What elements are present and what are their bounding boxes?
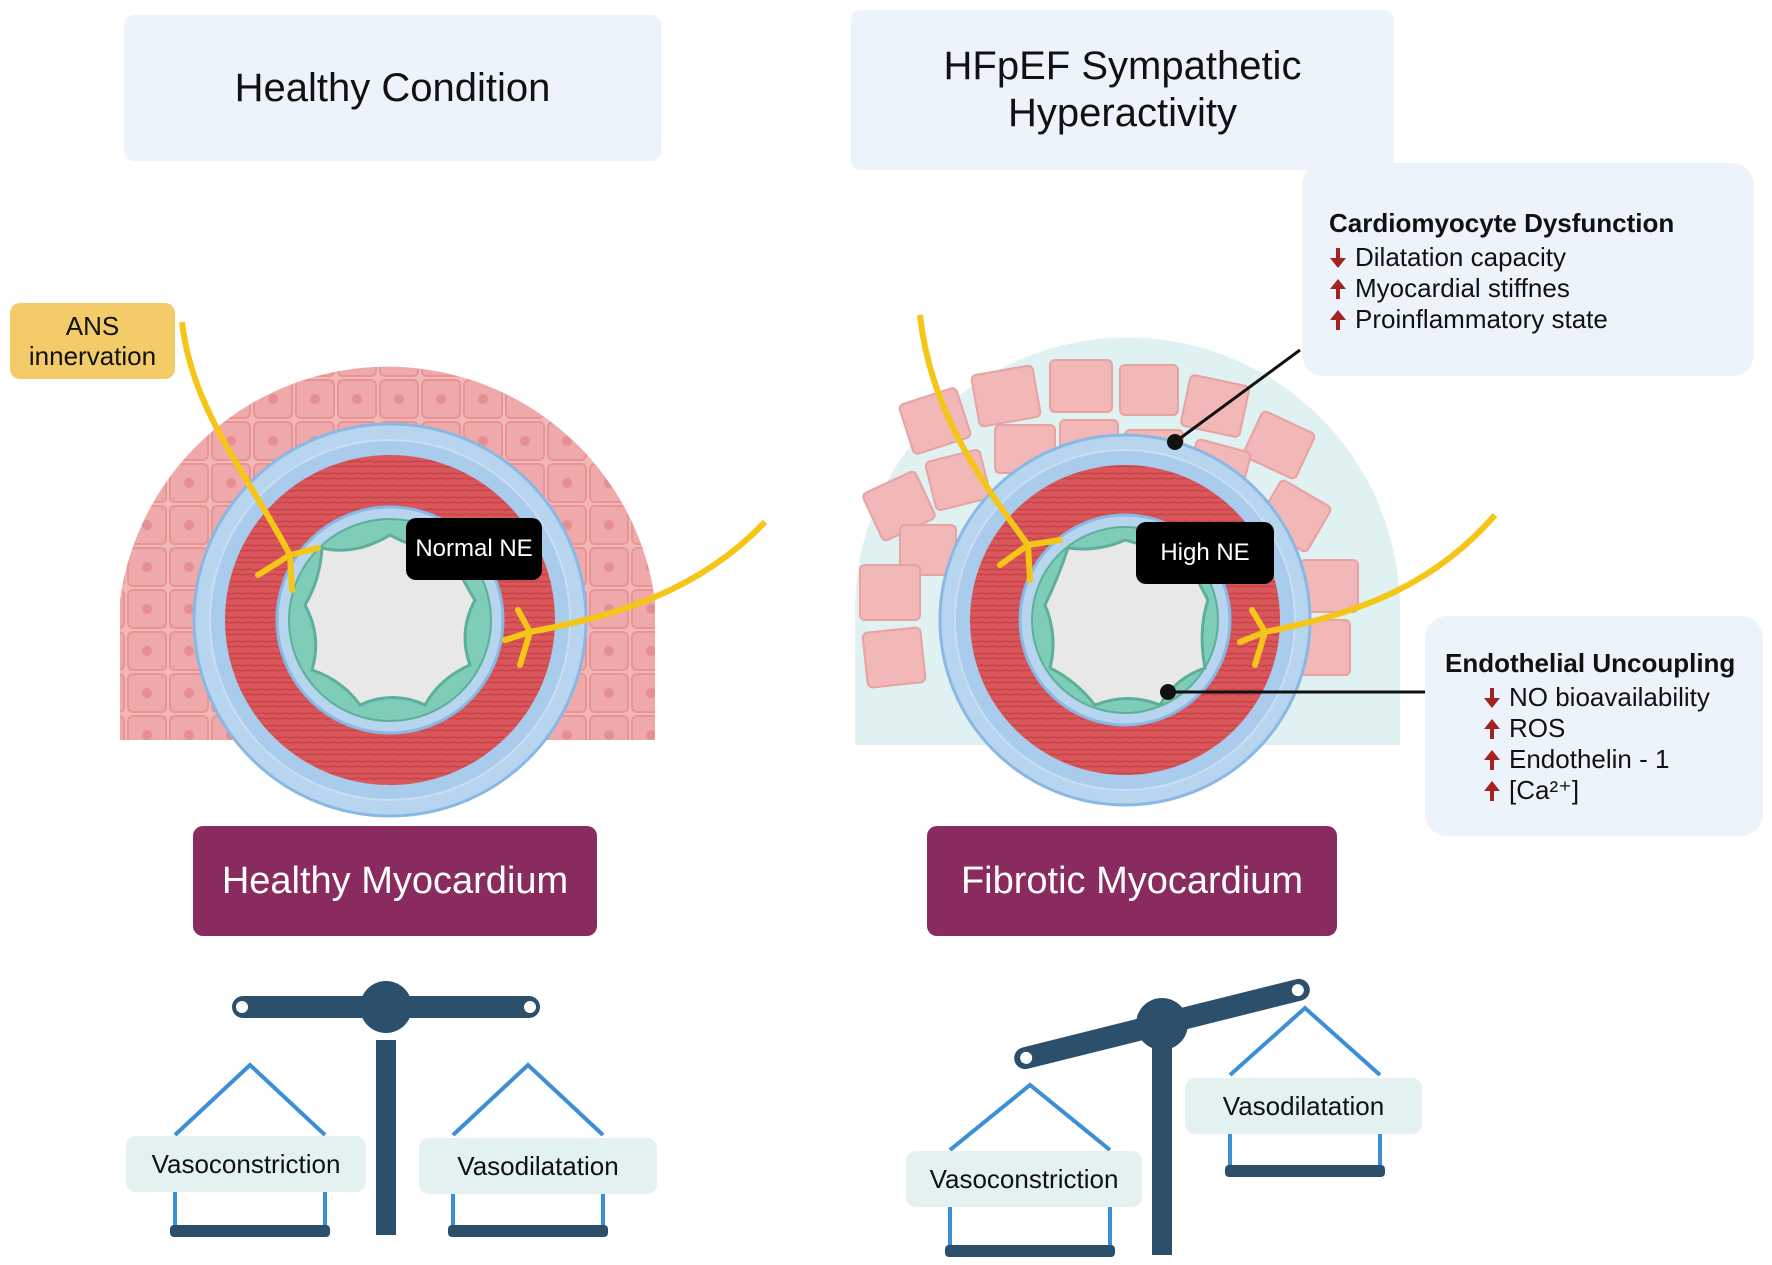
fibrotic-nerve-fiber-icon-2 <box>1264 513 1498 635</box>
high-ne-badge: High NE <box>1136 522 1274 584</box>
fibrotic-myocardium-label: Fibrotic Myocardium <box>927 826 1337 936</box>
fibrotic-cell-blocks <box>859 359 1359 689</box>
fibrotic-nerve-fiber-icon <box>917 314 1031 547</box>
healthy-nerve-fiber-icon <box>529 519 768 635</box>
endothelial-uncoupling-box: Endothelial Uncoupling NO bioavailabilit… <box>1425 616 1763 836</box>
arrow-up-icon <box>1484 749 1500 770</box>
cardiomyocyte-dysfunction-box: Cardiomyocyte Dysfunction Dilatation cap… <box>1302 163 1754 376</box>
hfpef-vasoconstriction-label: Vasoconstriction <box>906 1151 1142 1207</box>
endothelial-item: [Ca²⁺] <box>1483 775 1763 806</box>
endothelial-item: ROS <box>1483 713 1763 744</box>
fibrotic-myocardium-illustration <box>855 314 1498 807</box>
endothelial-item-text: Endothelin - 1 <box>1509 744 1670 774</box>
ans-innervation-label: ANS innervation <box>10 303 175 379</box>
healthy-condition-title: Healthy Condition <box>124 15 661 161</box>
arrow-down-icon <box>1484 687 1500 708</box>
arrow-up-icon <box>1330 278 1346 299</box>
healthy-artery-icon <box>192 422 588 818</box>
endothelial-item: NO bioavailability <box>1483 682 1763 713</box>
arrow-up-icon <box>1484 718 1500 739</box>
arrow-up-icon <box>1330 309 1346 330</box>
endothelial-item-text: [Ca²⁺] <box>1509 775 1580 805</box>
normal-ne-badge: Normal NE <box>406 518 542 580</box>
callout-lines <box>1160 348 1425 700</box>
cardiomyocyte-item: Proinflammatory state <box>1329 304 1754 335</box>
cardiomyocyte-item: Dilatation capacity <box>1329 242 1754 273</box>
endothelial-item-text: ROS <box>1509 713 1566 743</box>
arrow-up-icon <box>1484 780 1500 801</box>
ans-nerve-fiber-icon <box>179 321 293 557</box>
endothelial-item: Endothelin - 1 <box>1483 744 1763 775</box>
cardiomyocyte-item-text: Proinflammatory state <box>1355 304 1608 334</box>
cardiomyocyte-item-text: Myocardial stiffnes <box>1355 273 1570 303</box>
hfpef-title: HFpEF Sympathetic Hyperactivity <box>851 10 1394 170</box>
endothelial-item-text: NO bioavailability <box>1509 682 1710 712</box>
cardiomyocyte-item: Myocardial stiffnes <box>1329 273 1754 304</box>
healthy-vasoconstriction-label: Vasoconstriction <box>126 1136 366 1192</box>
hfpef-vasodilatation-label: Vasodilatation <box>1185 1078 1422 1134</box>
healthy-vasodilatation-label: Vasodilatation <box>419 1138 657 1194</box>
arrow-down-icon <box>1330 247 1346 268</box>
cardiomyocyte-dysfunction-title: Cardiomyocyte Dysfunction <box>1329 208 1675 238</box>
balanced-scale-icon <box>170 981 608 1237</box>
healthy-myocardium-label: Healthy Myocardium <box>193 826 597 936</box>
cardiomyocyte-item-text: Dilatation capacity <box>1355 242 1566 272</box>
endothelial-uncoupling-title: Endothelial Uncoupling <box>1445 648 1736 678</box>
